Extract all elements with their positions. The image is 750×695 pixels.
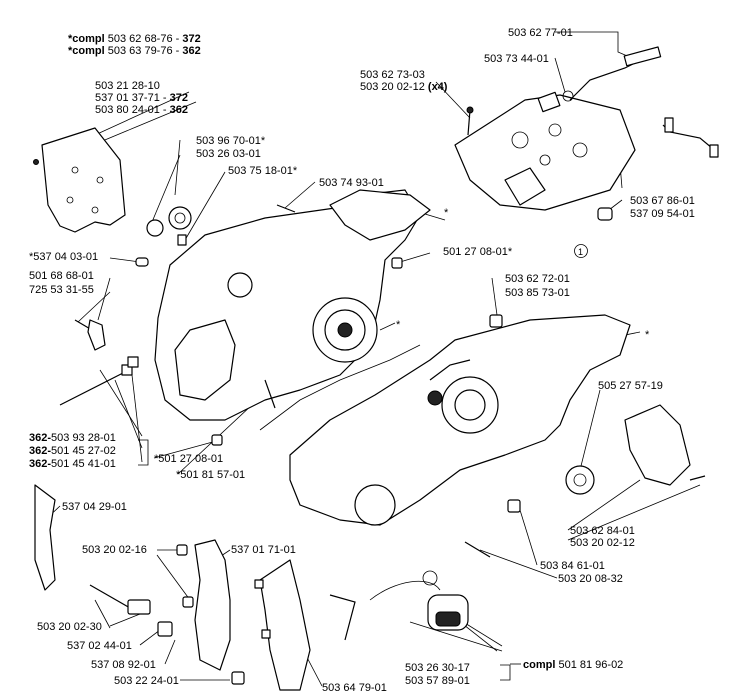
- label-503-80-24-01: 503 80 24-01 - 362: [95, 104, 188, 116]
- impulse-hose: [597, 117, 719, 221]
- label-503-20-02-12-x4: 503 20 02-12 (x4): [360, 81, 447, 93]
- label-503-62-72-01: 503 62 72-01: [505, 273, 570, 285]
- side-bracket-parts: [59, 319, 276, 446]
- header-line-1-suffix: 372: [182, 33, 201, 45]
- top-cover: [454, 46, 662, 211]
- label-503-67-86-01: 503 67 86-01: [630, 195, 695, 207]
- label-503-64-79-01: 503 64 79-01: [322, 682, 387, 694]
- label-503-73-44-01: 503 73 44-01: [484, 53, 549, 65]
- label-compl-501-81-96-02: compl 501 81 96-02: [523, 659, 623, 671]
- header-line-2-number: 503 63 79-76 -: [107, 45, 180, 57]
- star-marker-b: *: [396, 319, 401, 331]
- circled-number-marker: [574, 244, 588, 258]
- guard-group-line-2-suffix: 372: [169, 92, 188, 104]
- label-725-53-31-55: 725 53 31-55: [29, 284, 94, 296]
- circled-number: 1: [578, 247, 584, 257]
- label-505-27-57-19: 505 27 57-19: [598, 380, 663, 392]
- label-503-74-93-01: 503 74 93-01: [319, 177, 384, 189]
- tank-group-line-2-number: 503 20 02-12: [360, 81, 425, 93]
- seal-and-cover: [464, 404, 706, 558]
- label-501-68-68-01: 501 68 68-01: [29, 270, 94, 282]
- label-503-20-02-16: 503 20 02-16: [82, 544, 147, 556]
- label-501-45-27-02: 362-501 45 27-02: [29, 445, 116, 457]
- label-503-26-30-17: 503 26 30-17: [405, 662, 470, 674]
- compl-kit-prefix: compl: [523, 659, 556, 671]
- label-503-96-70-01: 503 96 70-01*: [196, 135, 266, 147]
- crankcase-right: [259, 314, 631, 526]
- label-501-27-08-01: 501 27 08-01*: [443, 246, 513, 258]
- label-503-75-18-01: 503 75 18-01*: [228, 165, 298, 177]
- label-503-26-03-01: 503 26 03-01: [196, 148, 261, 160]
- label-537-04-29-01: 537 04 29-01: [62, 501, 127, 513]
- washer-group-line-2-number: 501 45 27-02: [51, 445, 116, 457]
- guard-group-line-2-number: 537 01 37-71 -: [95, 92, 167, 104]
- star-marker-a: *: [444, 207, 449, 219]
- header-line-2-prefix: *compl: [68, 45, 105, 57]
- label-503-20-08-32: 503 20 08-32: [558, 573, 623, 585]
- label-503-62-73-03: 503 62 73-03: [360, 69, 425, 81]
- label-537-02-44-01: 537 02 44-01: [67, 640, 132, 652]
- label-503-20-02-12: 503 20 02-12: [570, 537, 635, 549]
- label-537-08-92-01: 537 08 92-01: [91, 659, 156, 671]
- header-line-2-suffix: 362: [182, 45, 201, 57]
- label-503-57-89-01: 503 57 89-01: [405, 675, 470, 687]
- label-503-20-02-30: 503 20 02-30: [37, 621, 102, 633]
- guard-plate: [33, 127, 126, 233]
- label-537-01-71-01: 537 01 71-01: [231, 544, 296, 556]
- header-line-1-number: 503 62 68-76 -: [107, 33, 180, 45]
- label-537-01-37-71: 537 01 37-71 - 372: [95, 92, 188, 104]
- header-line-2: *compl 503 63 79-76 - 362: [68, 45, 201, 57]
- compl-kit-number: 501 81 96-02: [558, 659, 624, 671]
- label-503-85-73-01: 503 85 73-01: [505, 287, 570, 299]
- label-503-84-61-01: 503 84 61-01: [540, 560, 605, 572]
- label-503-62-84-01: 503 62 84-01: [570, 525, 635, 537]
- label-501-81-57-01: *501 81 57-01: [176, 469, 246, 481]
- washer-group-line-1-prefix: 362-: [29, 432, 52, 444]
- label-503-21-28-10: 503 21 28-10: [95, 80, 160, 92]
- fuel-cap-kit: [329, 570, 469, 641]
- washer-group-line-3-prefix: 362-: [29, 458, 52, 470]
- tank-group-line-2-suffix: (x4): [427, 81, 448, 93]
- label-503-93-28-01: 362-503 93 28-01: [29, 432, 116, 444]
- label-537-04-03-01: *537 04 03-01: [29, 251, 99, 263]
- label-537-09-54-01: 537 09 54-01: [630, 208, 695, 220]
- header-line-1: *compl 503 62 68-76 - 372: [68, 33, 201, 45]
- label-501-27-08-01-b: *501 27 08-01: [154, 453, 224, 465]
- star-marker-c: *: [645, 329, 650, 341]
- guard-group-line-3-number: 503 80 24-01 -: [95, 104, 167, 116]
- washer-group-line-3-number: 501 45 41-01: [51, 458, 116, 470]
- label-501-45-41-01: 362-501 45 41-01: [29, 458, 116, 470]
- label-503-22-24-01: 503 22 24-01: [114, 675, 179, 687]
- bumper-and-spikes: [34, 484, 311, 691]
- washer-group-line-1-number: 503 93 28-01: [51, 432, 116, 444]
- washer-group-line-2-prefix: 362-: [29, 445, 52, 457]
- crankcase-left: [135, 189, 431, 421]
- guard-group-line-3-suffix: 362: [169, 104, 188, 116]
- header-line-1-prefix: *compl: [68, 33, 105, 45]
- label-503-62-77-01: 503 62 77-01: [508, 27, 573, 39]
